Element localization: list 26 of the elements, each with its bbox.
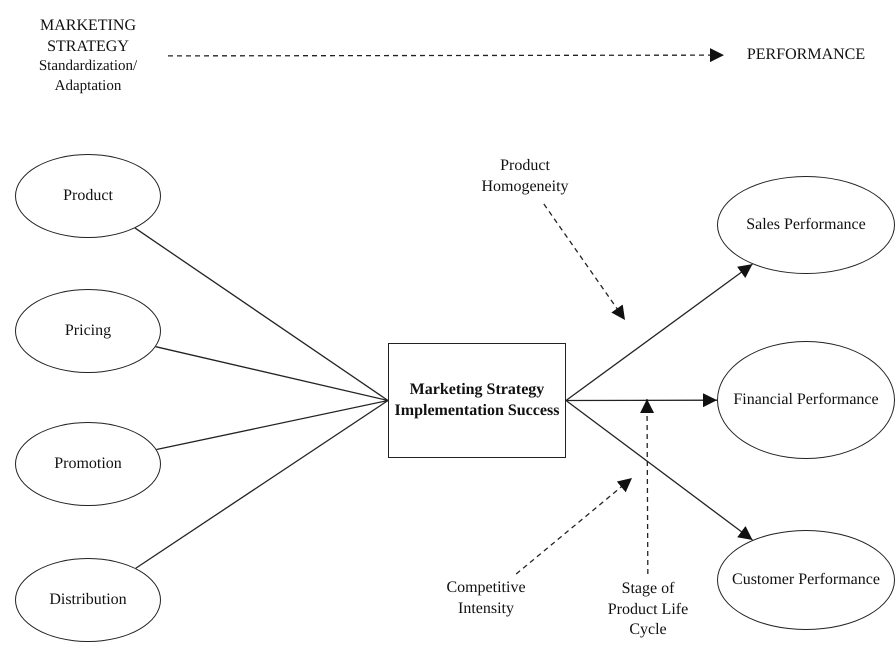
dashed-arrow	[640, 399, 654, 574]
node-label: Pricing	[64, 320, 112, 341]
node-label: MARKETING STRATEGY	[39, 16, 137, 56]
node-label: Customer Performance	[732, 570, 880, 590]
node-label: Stage of Product Life Cycle	[606, 578, 690, 640]
node-label: Marketing Strategy Implementation Success	[394, 380, 560, 420]
node-label: Distribution	[49, 590, 127, 610]
node-label: Sales Performance	[746, 214, 866, 235]
arrow	[566, 393, 717, 408]
dashed-arrow	[168, 48, 724, 62]
node-label: Standardization/ Adaptation	[38, 57, 138, 96]
node-label: Promotion	[54, 454, 122, 474]
arrow	[566, 264, 753, 402]
dashed-arrow	[543, 204, 626, 320]
node-label: Product	[63, 186, 113, 206]
dashed-arrow	[516, 478, 632, 574]
connector-line	[156, 346, 388, 402]
arrow	[566, 400, 753, 541]
connector-line	[156, 400, 388, 450]
node-label: Product Homogeneity	[480, 156, 570, 197]
node-label: Financial Performance	[733, 390, 879, 410]
process-box	[388, 343, 566, 458]
node-label: PERFORMANCE	[746, 44, 866, 65]
connector-line	[135, 400, 388, 569]
node-label: Competitive Intensity	[445, 578, 527, 619]
connector-line	[134, 228, 388, 402]
